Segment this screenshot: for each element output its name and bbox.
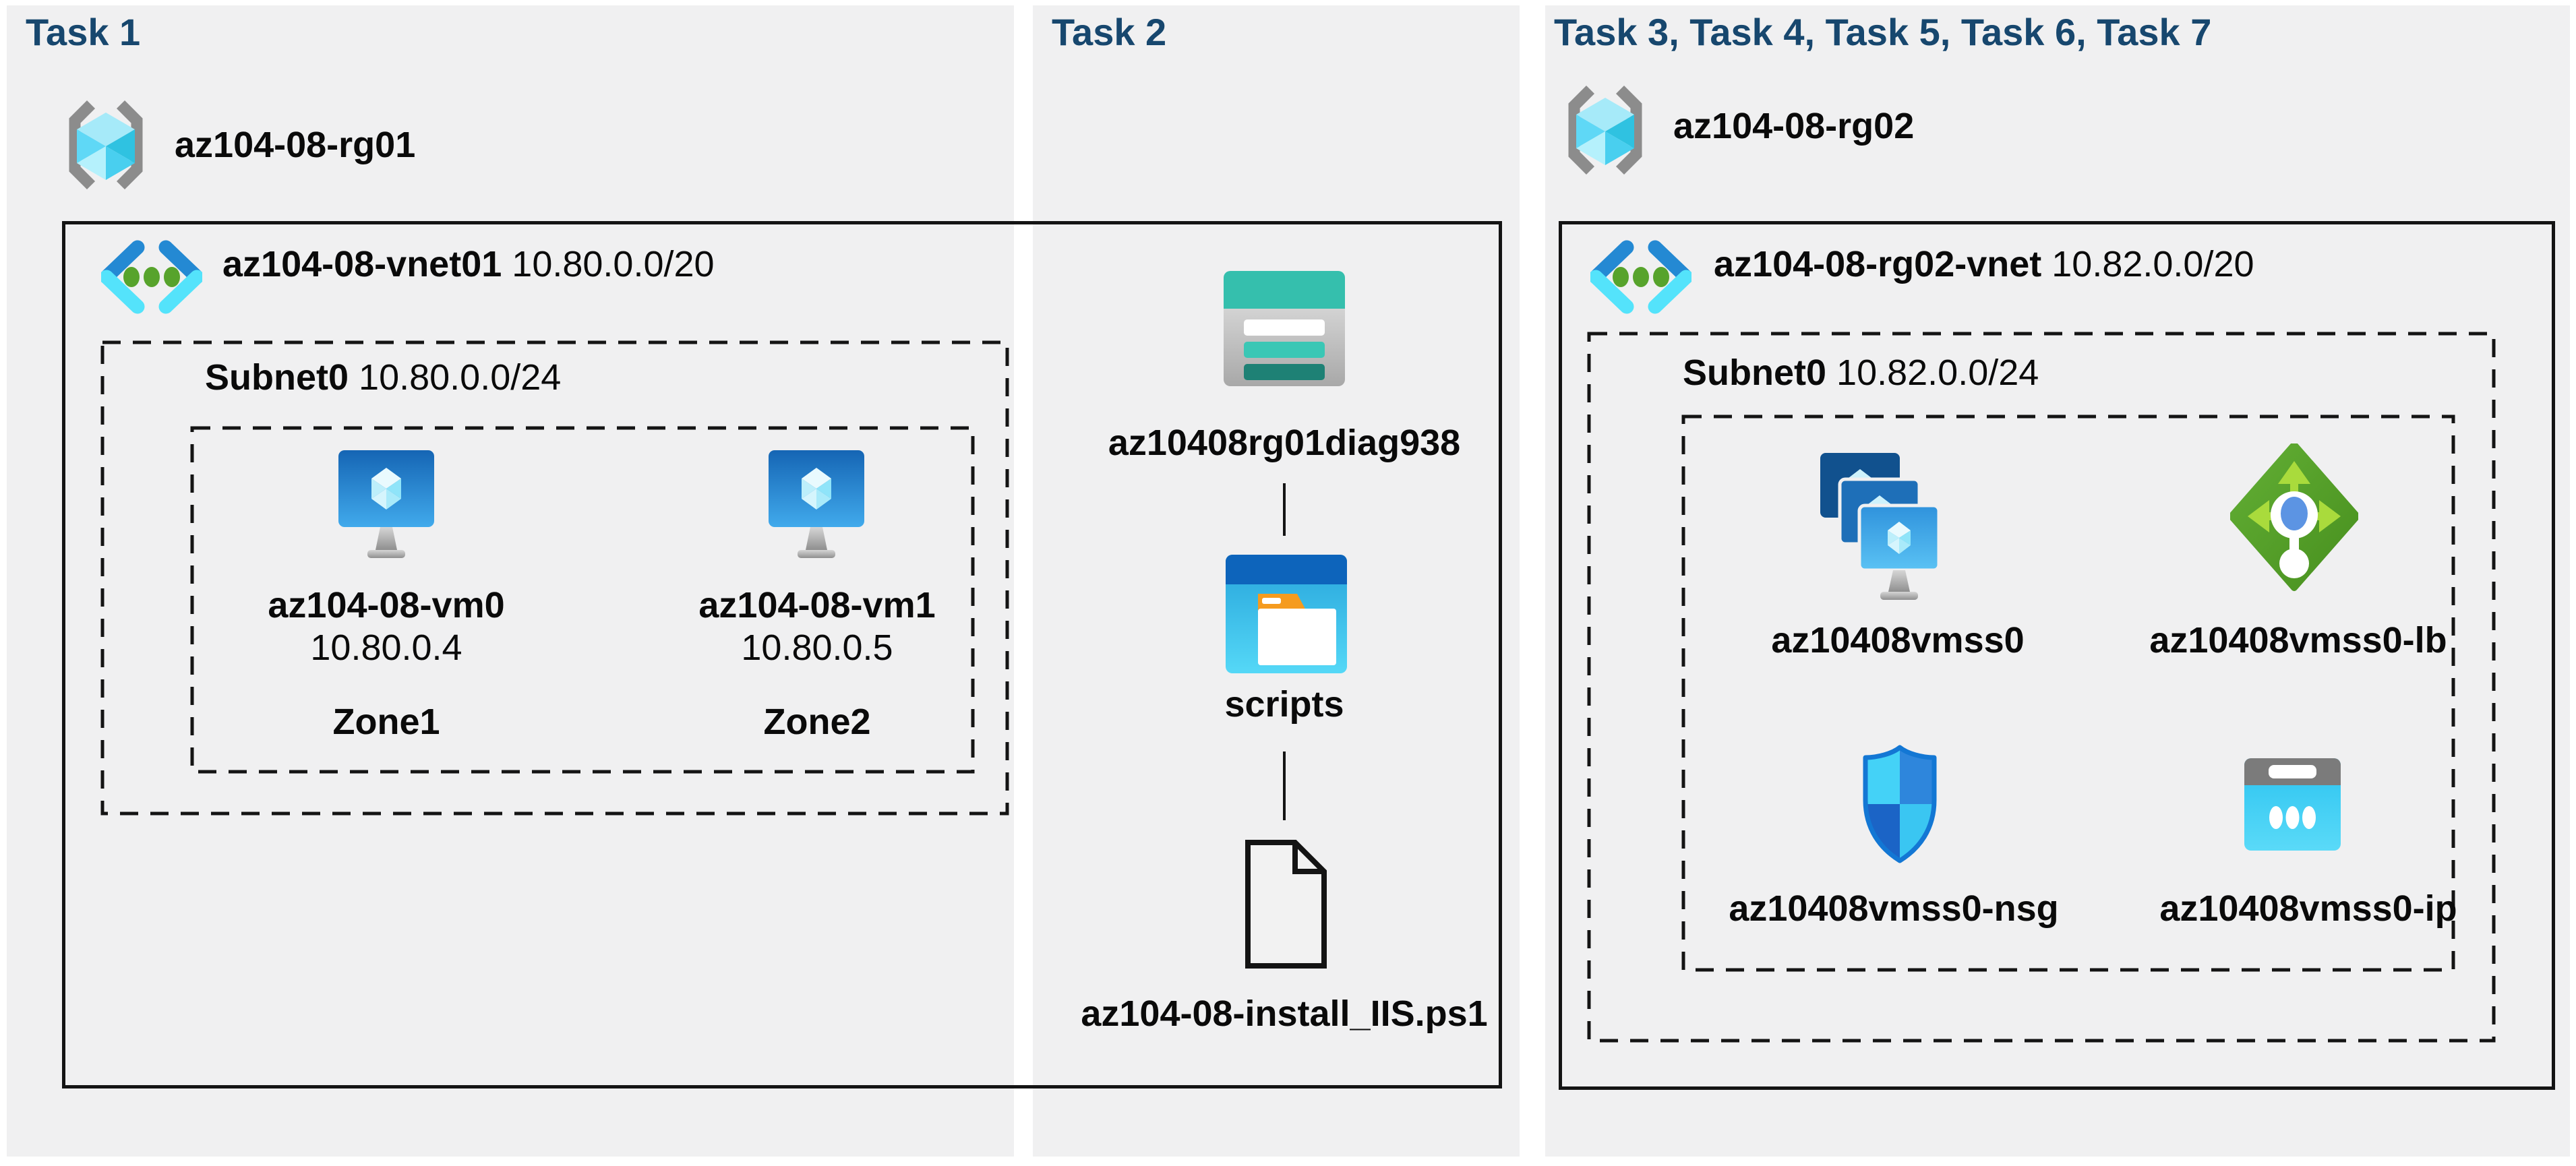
network-security-group-icon [1863,745,1937,863]
vm-ip: 10.80.0.5 [741,627,893,668]
task1-header: Task 1 [26,11,141,53]
subnet-name: Subnet0 [1683,352,1827,393]
vnet-boundary-box [1559,221,2555,1090]
vm-name: az104-08-vm1 [698,585,936,625]
vnet-name: az104-08-vnet01 [222,244,502,284]
public-ip-icon [2244,758,2341,851]
subnet-dashed-box [1587,332,2496,1043]
connector-line [1283,751,1286,820]
zones-dashed-box [190,426,975,774]
storage-account-icon [1224,271,1345,386]
virtual-machine-icon [769,450,864,558]
task1-panel [7,5,1014,1157]
task2-header: Task 2 [1052,11,1167,53]
virtual-network-icon [1590,240,1691,314]
load-balancer-name: az10408vmss0-lb [2149,620,2447,661]
vnet-name: az104-08-rg02-vnet [1714,244,2042,284]
resource-group-name: az104-08-rg01 [175,125,416,165]
public-ip-name: az10408vmss0-ip [2159,888,2457,929]
subnet-cidr: 10.80.0.0/24 [359,357,562,398]
task3-header: Task 3, Task 4, Task 5, Task 6, Task 7 [1554,11,2212,53]
vm-ip: 10.80.0.4 [310,627,462,668]
vnet-cidr: 10.82.0.0/20 [2051,244,2254,284]
storage-account-name: az10408rg01diag938 [1108,423,1461,463]
subnet-name: Subnet0 [205,357,349,398]
vnet-label: az104-08-rg02-vnet 10.82.0.0/20 [1714,246,2254,282]
blob-container-name: scripts [1224,684,1344,725]
vmss-name: az10408vmss0 [1771,620,2025,661]
blob-container-icon [1226,555,1347,673]
nsg-name: az10408vmss0-nsg [1729,888,2059,929]
connector-line [1283,483,1286,536]
virtual-machine-icon [338,450,434,558]
subnet-cidr: 10.82.0.0/24 [1836,352,2039,393]
subnet-label: Subnet0 10.82.0.0/24 [1683,355,2039,391]
virtual-network-icon [101,240,202,314]
vm-scale-set-icon [1820,453,1941,600]
task3-panel [1545,5,2570,1157]
load-balancer-icon [2230,443,2358,591]
resource-group-icon [69,100,143,190]
vm-name: az104-08-vm0 [268,585,505,625]
script-file-name: az104-08-install_IIS.ps1 [1081,993,1488,1034]
file-icon [1245,840,1327,969]
subnet-dashed-box [100,340,1009,816]
vnet-boundary-box [62,221,1502,1088]
vnet-label: az104-08-vnet01 10.80.0.0/20 [222,246,715,282]
resources-dashed-box [1681,415,2455,972]
vm-zone: Zone2 [763,702,871,742]
subnet-label: Subnet0 10.80.0.0/24 [205,359,561,396]
resource-group-icon [1568,85,1642,175]
vm-zone: Zone1 [332,702,440,742]
vnet-cidr: 10.80.0.0/20 [512,244,715,284]
resource-group-name: az104-08-rg02 [1673,106,1915,146]
